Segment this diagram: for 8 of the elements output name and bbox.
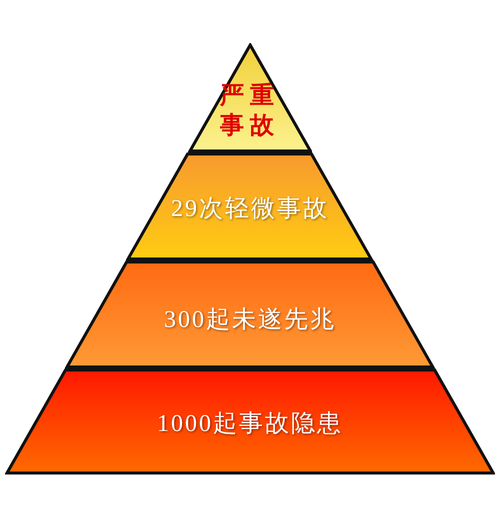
pyramid-tier — [65, 260, 435, 369]
tier-label: 29次轻微事故 — [170, 194, 329, 224]
pyramid-tier — [4, 368, 496, 475]
pyramid-tier — [188, 43, 312, 153]
tier-label: 1000起事故隐患 — [156, 410, 343, 439]
tier-label: 严重事故 — [218, 82, 281, 142]
tier-label: 300起未遂先兆 — [164, 306, 336, 335]
pyramid-tier — [126, 152, 374, 261]
